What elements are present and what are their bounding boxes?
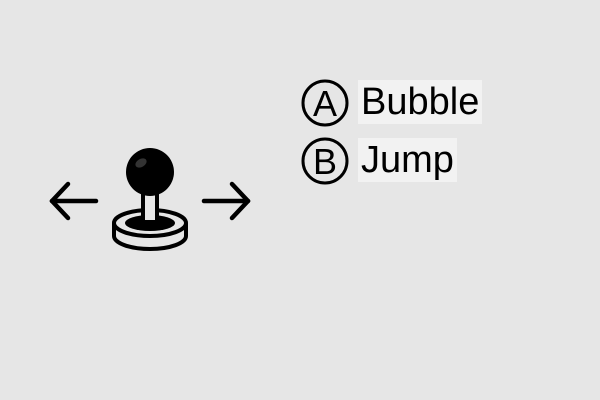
- circled-a-icon: A: [301, 79, 349, 127]
- action-label-bubble: Bubble: [358, 80, 483, 124]
- movement-graphic: [49, 148, 251, 251]
- button-b-letter: B: [313, 141, 337, 182]
- arrow-right-icon: [201, 181, 251, 221]
- button-a-letter: A: [313, 83, 337, 124]
- movement-controls: [44, 140, 258, 260]
- arrow-left-icon: [49, 181, 99, 221]
- arcade-joystick-icon: [112, 148, 188, 251]
- action-label-jump: Jump: [358, 138, 457, 182]
- circled-b-icon: B: [301, 137, 349, 185]
